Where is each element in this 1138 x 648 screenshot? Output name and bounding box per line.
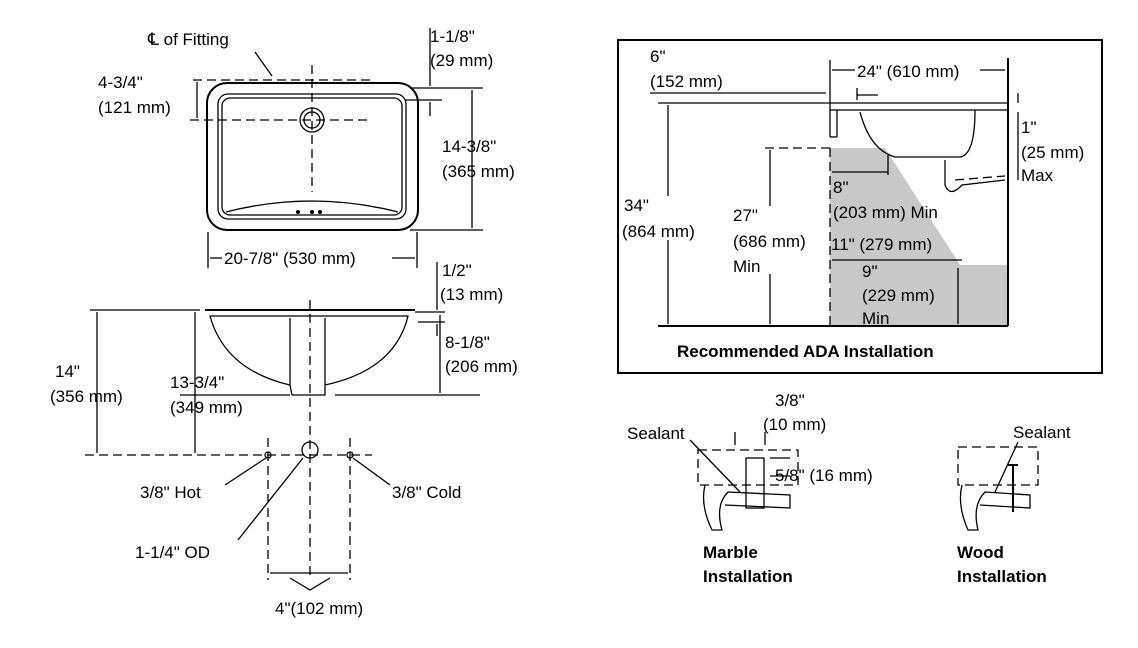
ada-title: Recommended ADA Installation (677, 342, 934, 361)
dim-label: 20-7/8" (530 mm) (224, 249, 356, 268)
bowl-profile (209, 315, 409, 396)
dim-label: 24" (610 mm) (857, 62, 959, 81)
wood-label: Wood (957, 543, 1004, 562)
dim-label: (121 mm) (98, 98, 171, 117)
dim-label: (29 mm) (430, 51, 493, 70)
sealant-label: Sealant (1013, 423, 1071, 442)
dim-label: (349 mm) (170, 398, 243, 417)
dim-label: Max (1021, 166, 1054, 185)
dim-label: (152 mm) (650, 72, 723, 91)
ada-installation-panel: 6" (152 mm) 24" (610 mm) 34" (864 mm) 27… (617, 39, 1103, 374)
dim-label: 13-3/4" (170, 373, 224, 392)
marble-installation: Sealant 3/8" (10 mm) 5/8" (16 mm) Marble… (627, 391, 873, 586)
dim-label: 14-3/8" (442, 137, 496, 156)
dim-label: 27" (733, 206, 758, 225)
dim-label: (365 mm) (442, 162, 515, 181)
dim-label: (203 mm) Min (833, 203, 938, 222)
hot-supply-icon (264, 451, 272, 459)
dim-label: 3/8" (775, 391, 805, 410)
cold-supply-icon (346, 451, 354, 459)
dim-label: 1/2" (442, 261, 472, 280)
cl-of-fitting-label: ℄ of Fitting (147, 30, 229, 49)
spacing-label: 4"(102 mm) (275, 599, 363, 618)
hot-label: 3/8" Hot (140, 483, 201, 502)
dim-label: 4-3/4" (98, 73, 143, 92)
marble-label: Installation (703, 567, 793, 586)
plan-view: ℄ of Fitting 4-3/4" (121 mm) 1-1/8" (29 … (98, 27, 515, 268)
od-label: 1-1/4" OD (135, 543, 210, 562)
dim-label: 8" (833, 178, 849, 197)
drain-outlet-icon (301, 441, 319, 459)
dim-label: (13 mm) (440, 285, 503, 304)
sealant-label: Sealant (627, 424, 685, 443)
dim-label: (864 mm) (622, 222, 695, 241)
dim-label: (686 mm) (733, 232, 806, 251)
dim-label: 14" (55, 362, 80, 381)
wood-installation: Sealant Wood Installation (957, 423, 1071, 586)
dim-label: 5/8" (16 mm) (775, 466, 873, 485)
p-trap (944, 160, 1006, 193)
dim-label: 34" (624, 196, 649, 215)
dim-label: (356 mm) (50, 387, 123, 406)
knee-clearance-area (830, 148, 1008, 326)
wood-label: Installation (957, 567, 1047, 586)
dim-label: Min (862, 309, 889, 328)
dim-label: (25 mm) (1021, 143, 1084, 162)
dim-label: 9" (862, 262, 878, 281)
dim-label: 6" (650, 47, 666, 66)
dim-label: Min (733, 257, 760, 276)
dim-label: 8-1/8" (445, 333, 490, 352)
dim-label: 1-1/8" (430, 27, 475, 46)
marble-label: Marble (703, 543, 758, 562)
section-view: 1/2" (13 mm) 8-1/8" (206 mm) 14" (356 mm… (50, 261, 518, 618)
cold-label: 3/8" Cold (392, 483, 461, 502)
anchor-bolt-icon (745, 457, 765, 509)
dim-label: 11" (279 mm) (831, 235, 932, 254)
sink-section (859, 109, 976, 158)
dim-label: (229 mm) (862, 286, 935, 305)
dim-label: (10 mm) (763, 415, 826, 434)
dim-label: 1" (1021, 118, 1037, 137)
dim-label: (206 mm) (445, 357, 518, 376)
